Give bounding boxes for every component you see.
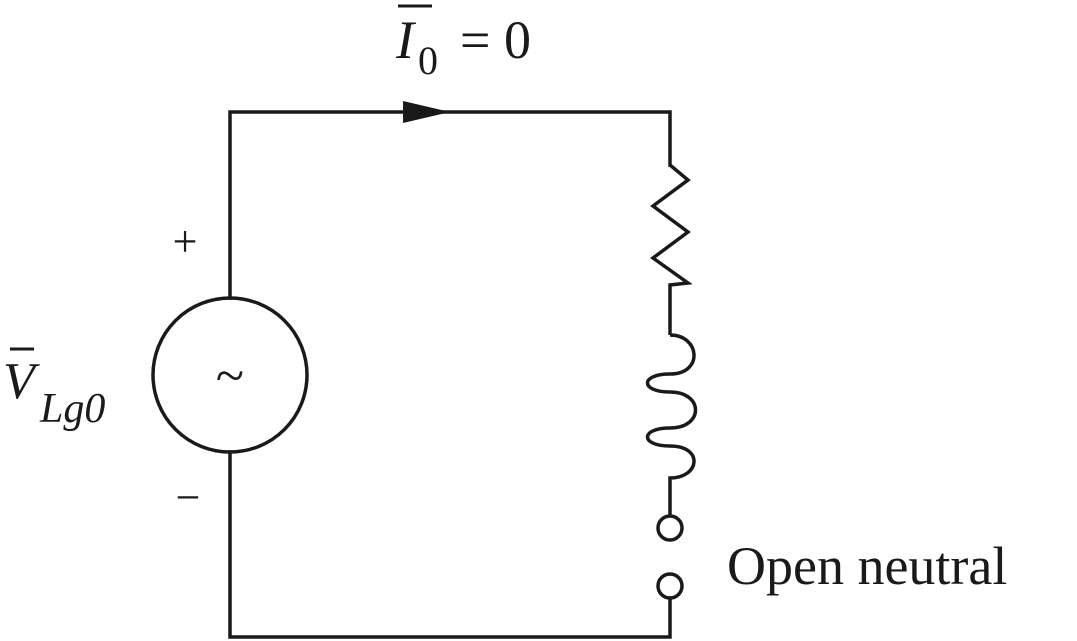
minus-sign: − (176, 473, 201, 522)
current-equals: = 0 (460, 10, 531, 70)
ac-source (151, 296, 309, 454)
ac-tilde-icon: ~ (216, 348, 244, 405)
current-symbol: I (395, 10, 417, 70)
open-neutral-label: Open neutral (727, 536, 1007, 596)
current-arrow-icon (403, 101, 450, 123)
current-subscript: 0 (418, 38, 438, 83)
wire-left-bottom (228, 450, 672, 639)
voltage-subscript: Lg0 (39, 386, 105, 432)
inductor (646, 333, 698, 516)
voltage-symbol: V (3, 353, 40, 410)
neutral-terminal-bottom (656, 572, 684, 600)
wire-left-top (228, 110, 672, 300)
plus-sign: + (173, 217, 198, 266)
resistor (650, 163, 693, 335)
neutral-terminal-top (656, 514, 684, 542)
